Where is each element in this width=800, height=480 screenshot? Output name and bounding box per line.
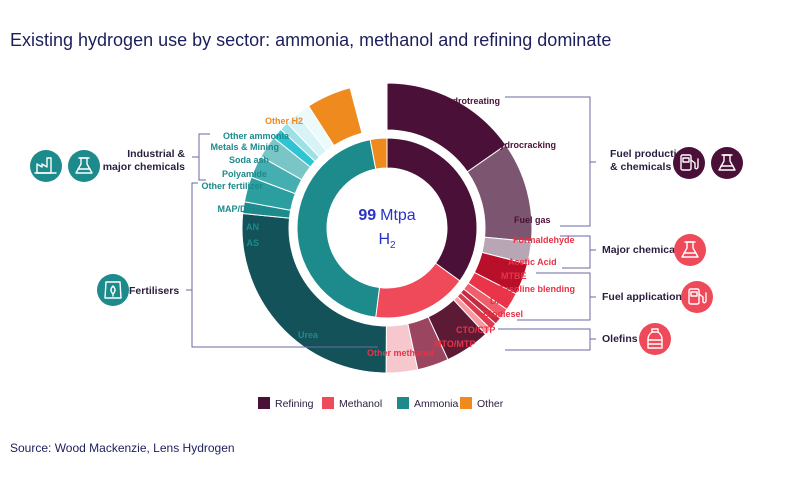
- label-gasoline-blending: Gasoline blending: [497, 284, 575, 294]
- label-metals-and-mining: Metals & Mining: [210, 142, 279, 152]
- legend-label: Methanol: [339, 398, 382, 410]
- flask-icon: [674, 234, 706, 266]
- label-polyamide: Polyamide: [222, 169, 267, 179]
- fertiliser-bag-icon: [97, 274, 129, 306]
- fuel-pump-icon: [673, 147, 705, 179]
- group-label: Industrial &major chemicals: [103, 148, 186, 173]
- label-urea: Urea: [298, 330, 319, 340]
- center-formula: H2: [378, 231, 396, 251]
- label-an: AN: [246, 222, 259, 232]
- group-fertilisers: Fertilisers: [97, 274, 179, 306]
- label-other-fertilizer: Other fertilizer: [201, 181, 263, 191]
- group-olefins: Olefins: [602, 323, 671, 355]
- label-acetic-acid: Acetic Acid: [508, 257, 557, 267]
- legend: Refining Methanol Ammonia Other: [258, 397, 504, 410]
- label-dme: DME: [490, 296, 510, 306]
- legend-label: Ammonia: [414, 398, 459, 410]
- chart-title: Existing hydrogen use by sector: ammonia…: [10, 30, 612, 50]
- center-value: 99: [358, 207, 376, 224]
- bracket-line-11: [191, 182, 378, 348]
- flask-icon: [711, 147, 743, 179]
- label-mtbe: MTBE: [501, 271, 527, 281]
- legend-swatch: [397, 397, 409, 409]
- outer-slice-other-h2: [307, 87, 363, 147]
- label-biodiesel: Biodiesel: [483, 309, 523, 319]
- group-industrial-and-major-chemicals: Industrial &major chemicals: [30, 148, 185, 182]
- label-map-dap: MAP/DAP: [217, 204, 259, 214]
- legend-swatch: [322, 397, 334, 409]
- inner-ring: [296, 137, 478, 319]
- bracket-line-9: [198, 133, 210, 181]
- outer-slice-urea: [241, 212, 387, 374]
- outer-ring: [241, 82, 533, 374]
- factory-icon: [30, 150, 62, 182]
- label-other-h2: Other H2: [265, 116, 303, 126]
- legend-swatch: [258, 397, 270, 409]
- fuel-pump-icon: [681, 281, 713, 313]
- group-label: Fuel production& chemicals: [610, 148, 689, 173]
- group-brackets: [186, 96, 596, 351]
- group-label: Olefins: [602, 333, 638, 345]
- bracket-line-5: [517, 272, 591, 321]
- group-major-chemicals: Major chemicals: [602, 234, 706, 266]
- label-hydrotreating: Hydrotreating: [441, 96, 500, 106]
- center-hole: [327, 168, 447, 288]
- label-cto-ctp: CTO/CTP: [456, 325, 495, 335]
- flask-icon: [68, 150, 100, 182]
- label-soda-ash: Soda ash: [229, 155, 269, 165]
- center-formula-h: H: [378, 231, 390, 248]
- bracket-line-7: [498, 328, 591, 351]
- label-formaldehyde: Formaldehyde: [513, 235, 575, 245]
- group-label: Major chemicals: [602, 244, 684, 256]
- group-fuel-applications: Fuel applications: [602, 281, 713, 313]
- legend-item-other: Other: [460, 397, 504, 410]
- legend-item-methanol: Methanol: [322, 397, 382, 410]
- label-hydrocracking: Hydrocracking: [493, 140, 556, 150]
- label-fuel-gas: Fuel gas: [514, 215, 551, 225]
- bracket-line-3: [560, 235, 591, 269]
- legend-label: Refining: [275, 398, 314, 410]
- plastic-bottle-icon: [639, 323, 671, 355]
- group-fuel-production-and-chemicals: Fuel production& chemicals: [610, 147, 743, 179]
- label-mto-mtp: MTO/MTP: [434, 339, 475, 349]
- group-label: Fuel applications: [602, 291, 688, 303]
- group-label: Fertilisers: [129, 285, 179, 297]
- center-formula-sub: 2: [390, 240, 396, 251]
- legend-swatch: [460, 397, 472, 409]
- group-labels: Industrial &major chemicalsFertilisersFu…: [30, 147, 743, 355]
- label-other-methanol: Other methanol: [367, 348, 434, 358]
- source-note: Source: Wood Mackenzie, Lens Hydrogen: [10, 441, 235, 455]
- legend-item-ammonia: Ammonia: [397, 397, 459, 410]
- center-unit: Mtpa: [380, 207, 416, 224]
- legend-item-refining: Refining: [258, 397, 314, 410]
- label-as: AS: [246, 238, 259, 248]
- legend-label: Other: [477, 398, 504, 410]
- label-other-ammonia: Other ammonia: [223, 131, 290, 141]
